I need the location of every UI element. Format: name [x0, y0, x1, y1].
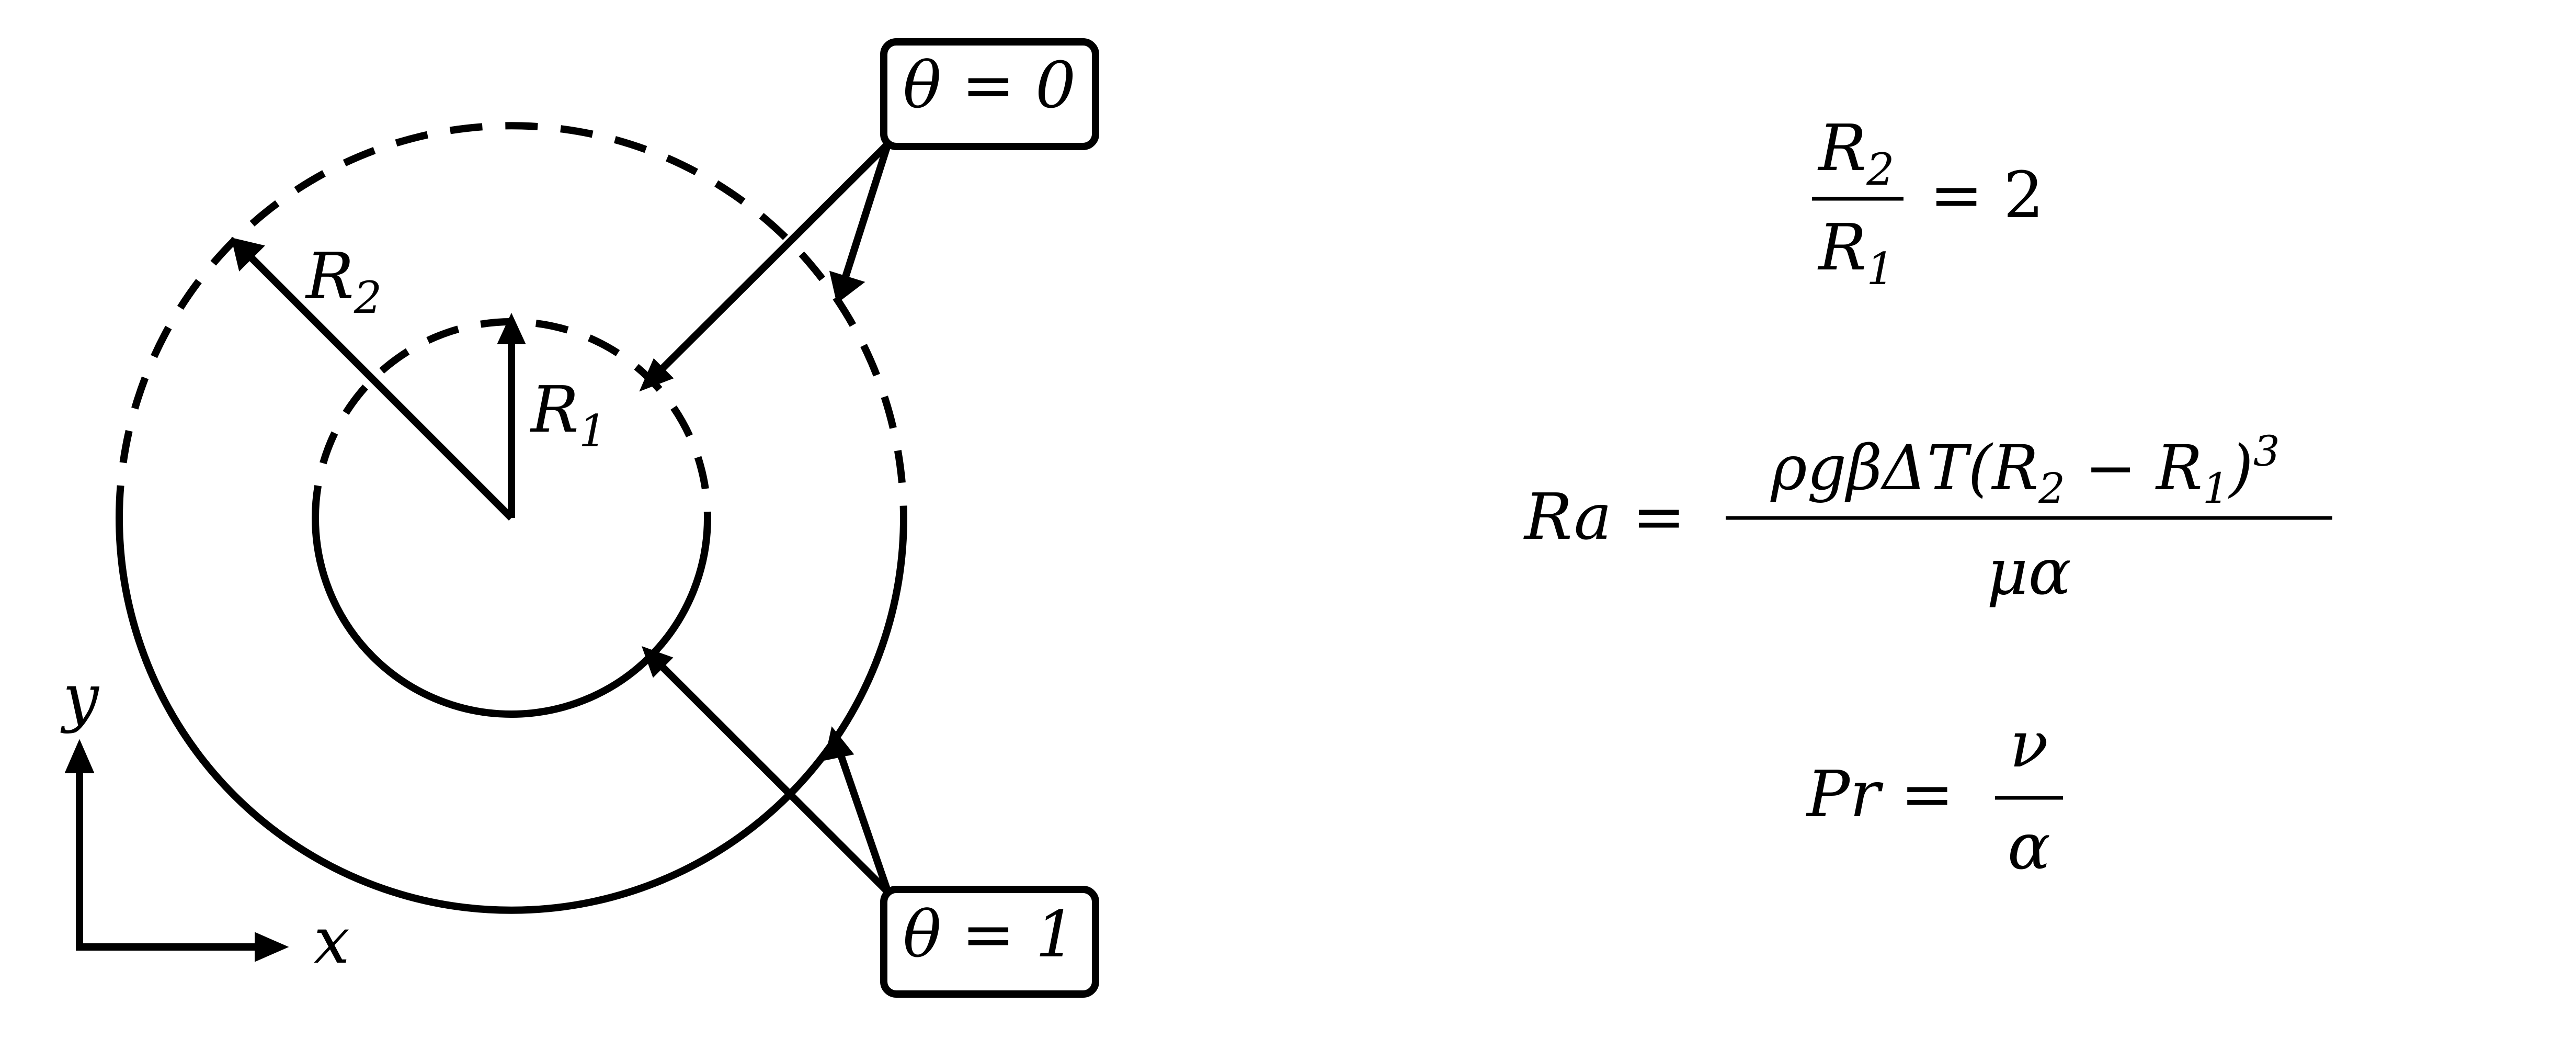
theta1-arrow-to-inner — [657, 662, 891, 895]
y-axis-label: y — [60, 660, 100, 735]
theta1-label: θ = 1 — [903, 897, 1076, 972]
theta0-box — [880, 38, 1099, 150]
ratio-numerator: R2 — [1817, 111, 1894, 195]
y-axis-arrowhead — [64, 739, 95, 773]
x-axis-label: x — [314, 904, 350, 978]
outer-circle-dashed — [116, 122, 907, 518]
theta0-arrow-to-inner — [659, 141, 891, 372]
rayleigh-equation: Ra = ρgβΔT(R2 − R1)3 μα — [1523, 427, 2332, 609]
ratio-denominator: R1 — [1817, 210, 1894, 295]
theta0-outer-arrowhead — [829, 270, 865, 304]
inner-circle-solid — [312, 517, 711, 718]
theta0-arrow-to-outer — [841, 142, 892, 281]
rayleigh-numerator: ρgβΔT(R2 − R1)3 — [1770, 427, 2279, 513]
theta0-label: θ = 0 — [903, 48, 1076, 122]
x-axis-arrowhead — [255, 932, 289, 962]
rayleigh-lhs: Ra = — [1523, 480, 1685, 554]
prandtl-numerator: ν — [2010, 707, 2048, 782]
rayleigh-denominator: μα — [1987, 535, 2071, 609]
r1-label: R1 — [530, 373, 607, 457]
theta1-outer-arrowhead — [824, 726, 854, 761]
theta1-box — [880, 886, 1099, 998]
r2-radius-line — [242, 249, 514, 521]
theta1-inner-arrowhead — [642, 646, 674, 678]
r2-label: R2 — [305, 239, 382, 323]
outer-circle-solid — [116, 517, 907, 914]
theta0-inner-arrowhead — [639, 358, 674, 392]
r2-arrowhead — [231, 237, 265, 272]
r1-arrowhead — [497, 312, 526, 344]
prandtl-equation: Pr = ν α — [1806, 707, 2063, 884]
ratio-equation: R2 R1 = 2 — [1812, 111, 2044, 295]
ratio-rhs: = 2 — [1930, 158, 2044, 232]
prandtl-lhs: Pr = — [1806, 757, 1954, 831]
prandtl-denominator: α — [2008, 809, 2050, 884]
theta1-arrow-to-outer — [836, 749, 892, 894]
